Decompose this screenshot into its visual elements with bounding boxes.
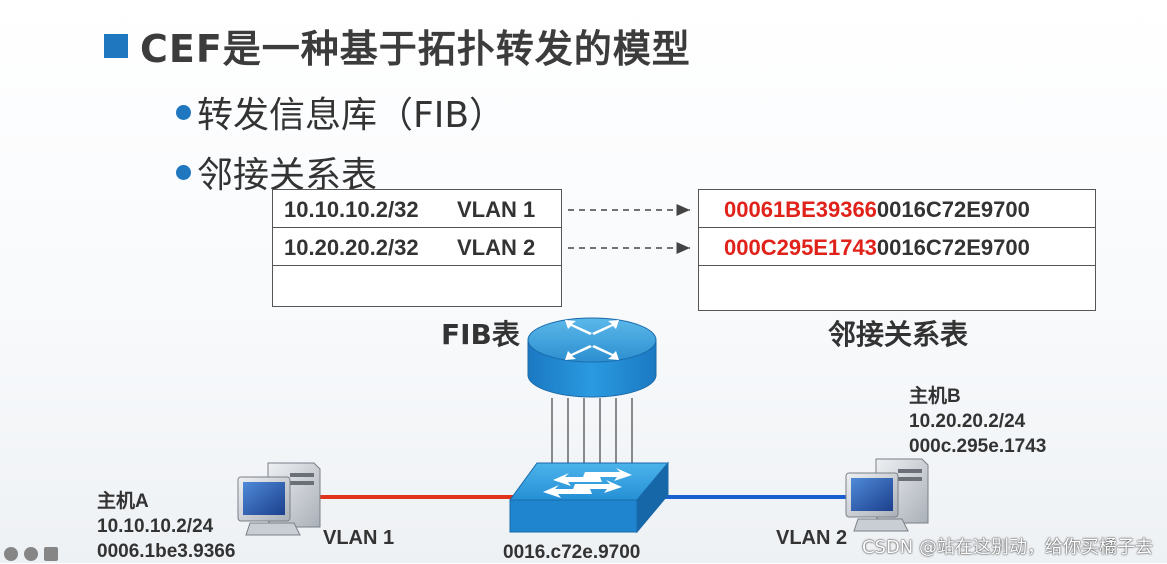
adjacency-table-label: 邻接关系表 (828, 318, 969, 351)
fib-table: 10.10.10.2/32 VLAN 1 10.20.20.2/32 VLAN … (272, 189, 562, 307)
player-controls (0, 545, 62, 563)
host-a-mac: 0006.1be3.9366 (97, 541, 236, 562)
adj-row-1: 00061BE393660016C72E9700 (699, 190, 1095, 228)
fib-row-2: 10.20.20.2/32 VLAN 2 (273, 228, 561, 266)
vlan-left-label: VLAN 1 (323, 527, 395, 549)
adj-mac: 00061BE393660016C72E9700 (724, 197, 1030, 223)
host-a-name: 主机A (97, 491, 149, 512)
vlan-right-label: VLAN 2 (776, 527, 848, 549)
pen-icon[interactable] (44, 547, 58, 561)
previous-icon[interactable] (4, 547, 18, 561)
watermark: CSDN @站在这别动，给你买橘子去 (861, 537, 1153, 558)
bullet-fib: 转发信息库（FIB） (176, 86, 505, 138)
adj-mac: 000C295E17430016C72E9700 (724, 235, 1030, 261)
trunk-lines (551, 398, 633, 470)
fib-row-1: 10.10.10.2/32 VLAN 1 (273, 190, 561, 228)
fib-vlan: VLAN 1 (457, 197, 536, 222)
adj-dst-mac: 000C295E1743 (724, 235, 877, 260)
host-a-info: 主机A 10.10.10.2/24 0006.1be3.9366 (97, 489, 235, 564)
slide-title: CEF是一种基于拓扑转发的模型 (140, 27, 691, 71)
round-bullet-icon (176, 104, 191, 120)
host-a-ip: 10.10.10.2/24 (97, 516, 214, 537)
host-b-ip: 10.20.20.2/24 (909, 411, 1026, 432)
fib-ip: 10.20.20.2/32 (284, 235, 419, 260)
host-b-name: 主机B (909, 386, 961, 407)
switch-mac-label: 0016.c72e.9700 (503, 542, 641, 563)
title-row: CEF是一种基于拓扑转发的模型 (104, 18, 691, 73)
adj-dst-mac: 00061BE39366 (724, 197, 877, 222)
next-icon[interactable] (24, 547, 38, 561)
fib-ip: 10.10.10.2/32 (284, 197, 419, 222)
fib-vlan: VLAN 2 (457, 235, 536, 260)
host-b-mac: 000c.295e.1743 (909, 436, 1047, 457)
square-bullet-icon (104, 33, 128, 58)
adjacency-table: 00061BE393660016C72E9700 000C295E1743001… (698, 189, 1096, 311)
adj-src-mac: 0016C72E9700 (876, 197, 1030, 222)
bullet-text: 转发信息库（FIB） (197, 95, 506, 136)
host-b-pc-icon (845, 458, 929, 532)
router-icon (527, 317, 657, 398)
host-a-pc-icon (237, 462, 321, 536)
round-bullet-icon (176, 164, 191, 180)
host-b-info: 主机B 10.20.20.2/24 000c.295e.1743 (909, 384, 1046, 459)
adj-src-mac: 0016C72E9700 (876, 235, 1030, 260)
fib-table-label: FIB表 (441, 318, 520, 351)
switch-icon (509, 461, 670, 534)
adj-row-2: 000C295E17430016C72E9700 (699, 228, 1095, 266)
